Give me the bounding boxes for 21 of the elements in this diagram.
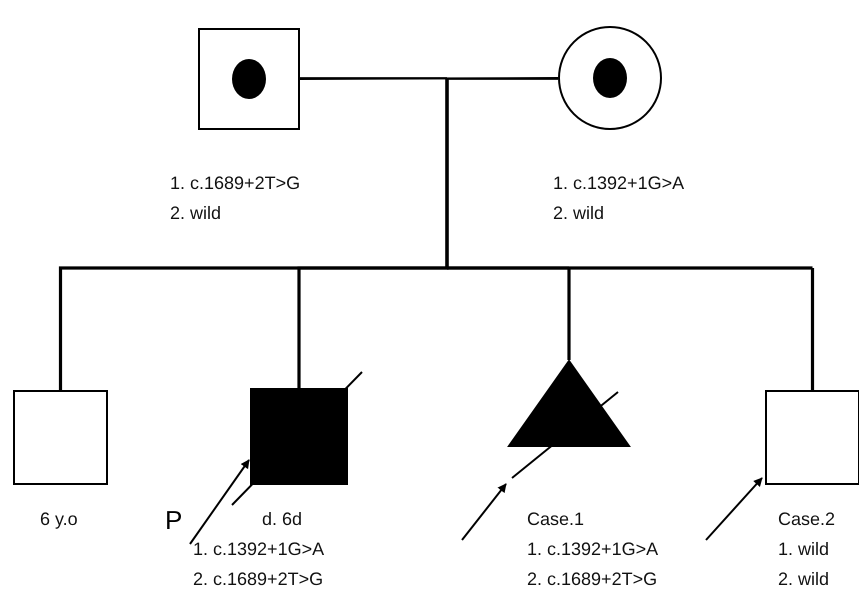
genotype-text: 1. c.1392+1G>A (553, 172, 684, 194)
arrow (189, 459, 250, 545)
genotype-text: 1. wild (778, 538, 830, 560)
genotype-text: 2. wild (170, 202, 222, 224)
arrow (461, 483, 507, 541)
genotype-text: 2. wild (778, 568, 830, 590)
genotype-text: 2. wild (553, 202, 604, 224)
genotype-text: 1. c.1392+1G>A (193, 538, 324, 560)
connector-line (300, 77, 558, 80)
genotype-text: 1. c.1392+1G>A (527, 538, 658, 560)
connector-line (300, 77, 812, 390)
individual-caption: 6 y.o (40, 508, 78, 530)
proband-label: P (165, 506, 182, 534)
genotype-text: 1. c.1689+2T>G (170, 172, 300, 194)
connector-line (447, 78, 814, 390)
individual-caption: Case.2 (778, 508, 836, 530)
arrow (705, 477, 763, 541)
genotype-text: 2. c.1689+2T>G (193, 568, 324, 590)
individual-caption: Case.1 (527, 508, 584, 530)
genotype-text: 2. c.1689+2T>G (527, 568, 658, 590)
individual-caption: d. 6d (262, 508, 302, 530)
